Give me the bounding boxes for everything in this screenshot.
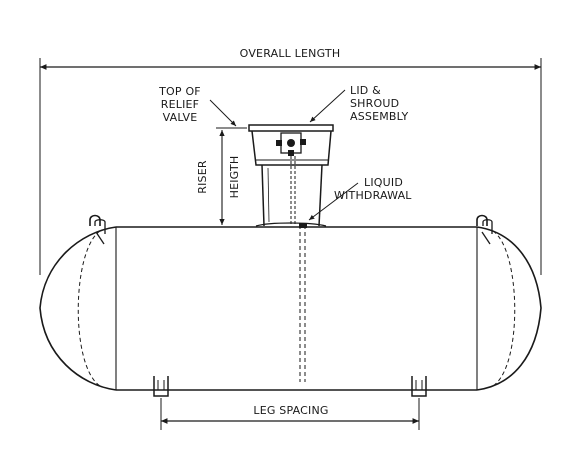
tank-body (39, 225, 542, 391)
liquid-withdrawal-label-line2: WITHDRAWAL (334, 189, 412, 202)
liquid-withdrawal-fitting (299, 223, 307, 228)
relief-valve-label-line3: VALVE (163, 111, 198, 124)
overall-length-label: OVERALL LENGTH (240, 47, 341, 60)
relief-valve-label-line2: RELIEF (161, 98, 199, 111)
riser-height-dimension (216, 127, 256, 228)
lid-shroud-label-line1: LID & (350, 84, 381, 97)
riser-height-label-line2: HEIGTH (228, 156, 241, 199)
liquid-withdrawal-label-line1: LIQUID (364, 176, 403, 189)
lid-shroud-label-line2: SHROUD (350, 97, 399, 110)
lifting-lug-left (89, 214, 106, 245)
leg-right (411, 376, 427, 397)
lifting-lug-right (476, 214, 493, 245)
overall-length-dimension (39, 58, 542, 275)
riser-height-label-line1: RISER (196, 160, 209, 194)
leg-spacing-label: LEG SPACING (253, 404, 328, 417)
lid-shroud-leader (309, 89, 346, 123)
liquid-withdrawal-leader (308, 182, 359, 221)
relief-valve-label-line1: TOP OF (158, 85, 201, 98)
lid-shroud-label-line3: ASSEMBLY (350, 110, 409, 123)
leg-spacing-dimension (160, 398, 420, 430)
leg-left (153, 376, 169, 397)
relief-valve-leader (209, 99, 237, 127)
lid-shroud-assembly (248, 124, 334, 224)
riser (255, 164, 327, 227)
